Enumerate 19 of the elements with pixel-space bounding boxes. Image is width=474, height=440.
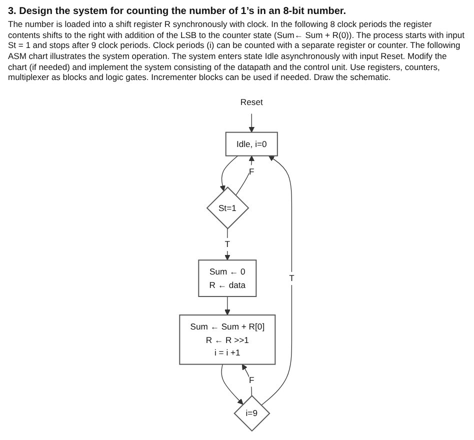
question-title: 3. Design the system for counting the number of 1’s in an 8-bit number. (8, 6, 348, 17)
arrow (260, 155, 292, 406)
node-box: Sum ← 0 R ← data (198, 259, 257, 297)
node-diamond: i=9 (234, 394, 270, 432)
edge-label: F (249, 374, 254, 385)
edge-label: T (289, 272, 294, 283)
node-box: Sum ← Sum + R[0] R ← R >>1 i = i +1 (179, 314, 276, 365)
arrow (220, 155, 238, 191)
arrow (224, 228, 230, 260)
arrow (224, 296, 230, 316)
node-diamond: St=1 (206, 186, 250, 230)
node-box: Idle, i=0 (225, 132, 278, 156)
arrow (235, 155, 255, 196)
arrow (248, 113, 255, 132)
question-text: The number is loaded into a shift register R synchronously with clock. In the following 8 clock periods the register contents shifts to the right with addition of the LSB to the counter state (Sum← Sum + R(0)). The process starts with input St = 1 and stops after 9 clock periods. Clock periods (i) can be counted with a separate register or counter. The following ASM chart illustrates the system operation. The system enters state Idle asynchronously with input Reset. Modify the chart (if needed) and implement the system consisting of the datapath and the control unit. Use registers, counters, multiplexer as blocks and logic gates. Incrementer blocks can be used if needed. Draw the schematic. (8, 19, 466, 83)
node-text: Reset (240, 96, 263, 107)
edge-label: T (224, 239, 230, 249)
arrow (221, 364, 244, 404)
edge-label: F (249, 166, 254, 176)
